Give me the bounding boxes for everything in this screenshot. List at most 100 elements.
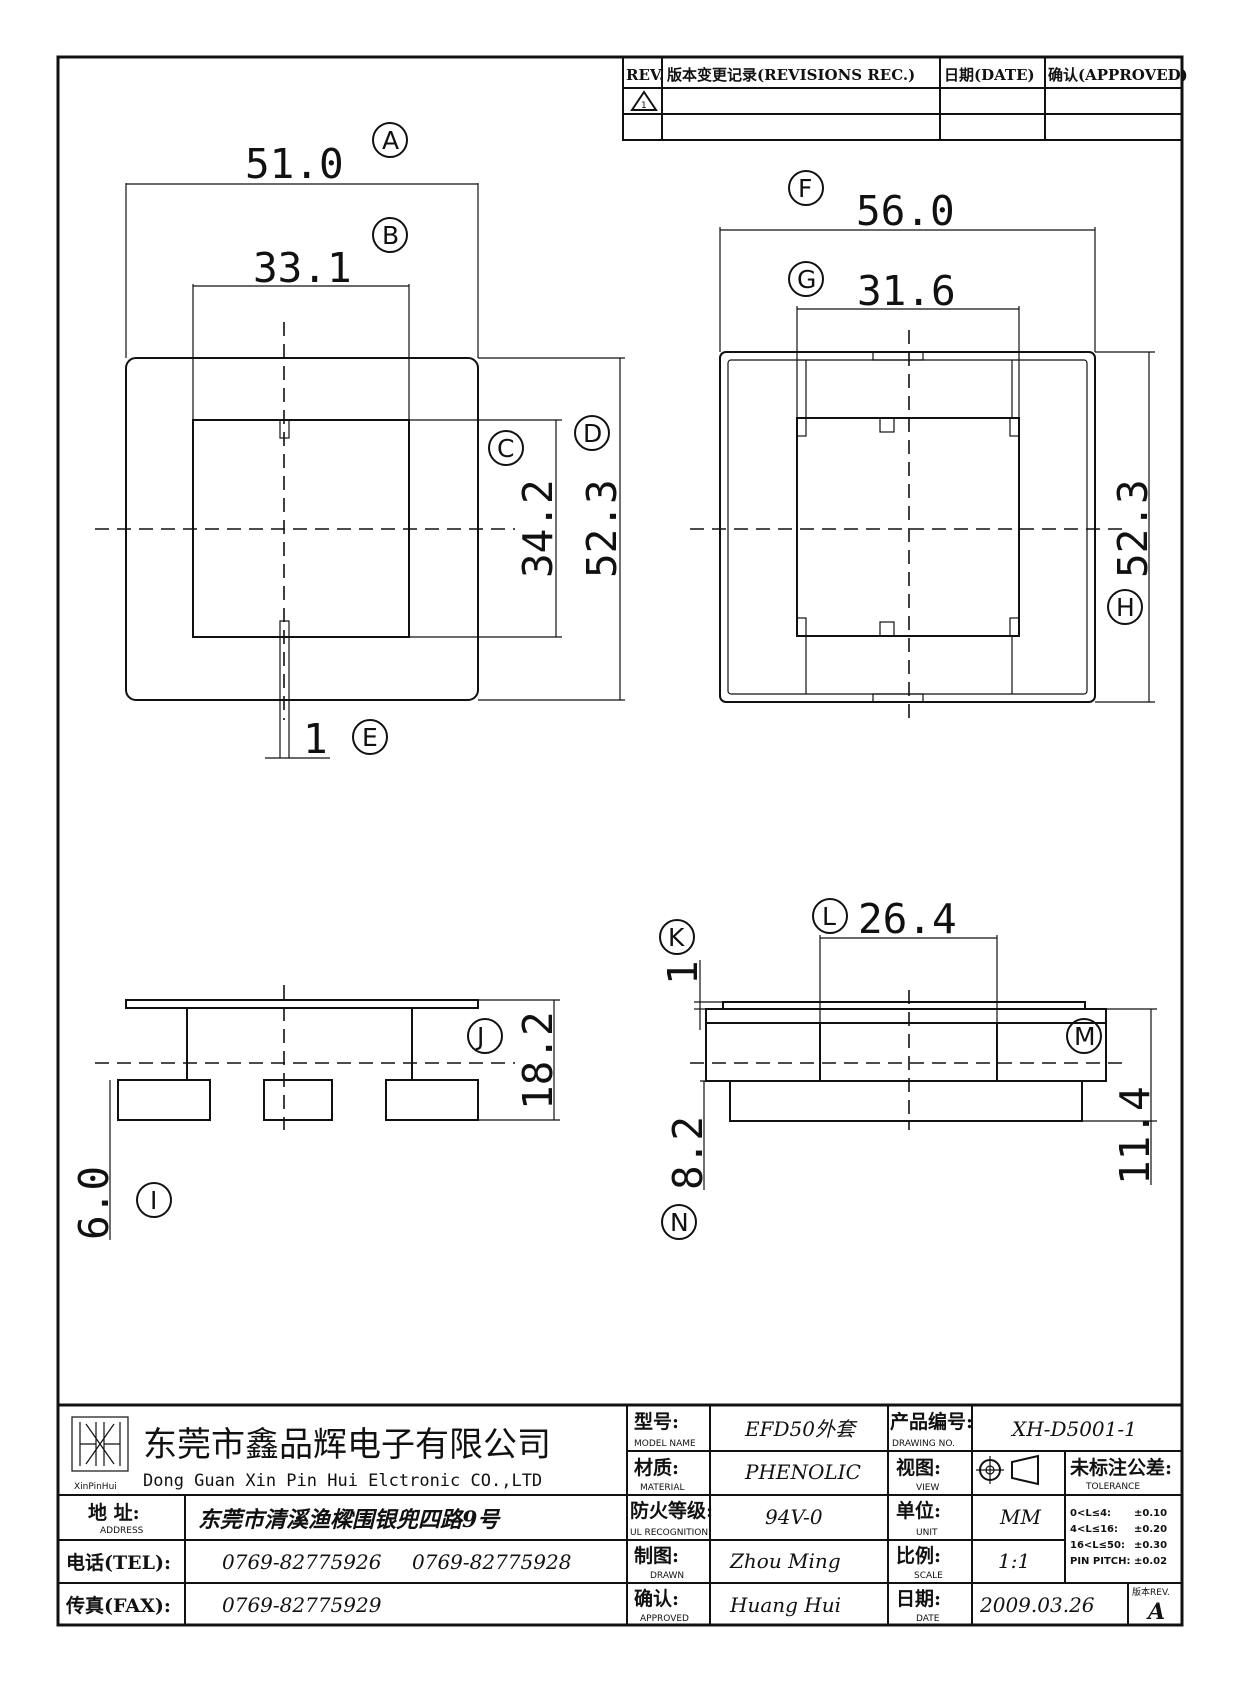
drawing-no-value: XH-D5001-1: [1010, 1417, 1137, 1441]
dim-value-b: 33.1: [253, 244, 352, 292]
tolerance-range: PIN PITCH:: [1070, 1556, 1130, 1567]
rev-label: 版本REV.: [1132, 1586, 1170, 1598]
approved-label-en: APPROVED: [640, 1614, 689, 1624]
tel-value-1: 0769-82775926: [222, 1550, 382, 1574]
callout-letter-m: M: [1074, 1022, 1096, 1051]
rev-header: REV.: [626, 66, 664, 84]
dim-value-n: 8.2: [664, 1116, 712, 1190]
tolerance-value: ±0.02: [1134, 1556, 1167, 1567]
approved-value: Huang Hui: [729, 1593, 841, 1617]
foot-left: [117, 1079, 211, 1121]
fire-label: 防火等级:: [630, 1499, 713, 1522]
model-label: 型号:: [634, 1410, 679, 1433]
callout-letter-j: J: [475, 1022, 484, 1051]
scale-label-en: SCALE: [914, 1571, 943, 1581]
tel-label: 电话(TEL):: [66, 1551, 171, 1574]
callout-circle-l: [812, 898, 848, 934]
dim-value-d: 52.3: [578, 479, 626, 578]
dim-value-j: 18.2: [514, 1011, 562, 1110]
callout-circle-d: [574, 415, 610, 451]
material-label: 材质:: [634, 1456, 679, 1479]
fire-value: 94V-0: [765, 1505, 823, 1529]
revision-triangle-icon: 1: [630, 90, 658, 111]
logo-text: XinPinHui: [74, 1482, 117, 1492]
drawn-label-en: DRAWN: [650, 1571, 684, 1581]
title-block: XinPinHui 东莞市鑫品辉电子有限公司 Dong Guan Xin Pin…: [56, 1403, 1184, 1627]
dim-value-c: 34.2: [514, 479, 562, 578]
callout-circle-a: [372, 122, 408, 158]
dim-value-h: 52.3: [1109, 479, 1157, 578]
material-label-en: MATERIAL: [640, 1483, 685, 1493]
bottom-block: [729, 1080, 1083, 1122]
callout-circle-k: [659, 919, 695, 955]
callout-circle-b: [372, 217, 408, 253]
center-block: [796, 417, 1020, 637]
dim-value-f: 56.0: [856, 187, 955, 235]
dim-value-k: 1: [659, 960, 707, 985]
dim-value-l: 26.4: [858, 895, 957, 943]
dim-value-m: 11.4: [1111, 1086, 1159, 1185]
rev-value: A: [1146, 1599, 1165, 1625]
address-label-en: ADDRESS: [100, 1526, 144, 1536]
tel-value-2: 0769-82775928: [412, 1550, 571, 1574]
shell-top: [705, 1008, 1107, 1024]
scale-label: 比例:: [896, 1544, 941, 1567]
company-logo: XinPinHui: [71, 1416, 129, 1492]
company-name-en: Dong Guan Xin Pin Hui Elctronic CO.,LTD: [143, 1471, 542, 1491]
callout-letter-a: A: [382, 126, 399, 155]
unit-label-en: UNIT: [916, 1528, 938, 1538]
unit-label: 单位:: [896, 1499, 941, 1522]
callout-letter-c: C: [497, 434, 514, 463]
scale-value: 1:1: [998, 1549, 1030, 1573]
top-plate: [722, 1001, 1086, 1010]
callout-circle-e: [352, 719, 388, 755]
tolerance-value: ±0.30: [1134, 1540, 1167, 1551]
model-value: EFD50外套: [744, 1417, 858, 1441]
callout-letter-k: K: [668, 923, 685, 952]
tolerance-range: 4<L≤16:: [1070, 1524, 1118, 1535]
callout-letter-d: D: [583, 419, 602, 448]
unit-value: MM: [999, 1505, 1041, 1529]
date-header: 日期(DATE): [944, 66, 1035, 84]
dim-value-a: 51.0: [245, 140, 344, 188]
fire-label-en: UL RECOGNITION: [630, 1528, 708, 1538]
callout-circle-f: [788, 170, 824, 206]
company-name-cn: 东莞市鑫品辉电子有限公司: [143, 1425, 551, 1465]
drawn-label: 制图:: [634, 1544, 679, 1567]
revision-number: 1: [641, 101, 647, 111]
callout-letter-e: E: [362, 723, 378, 752]
view-label-en: VIEW: [916, 1483, 939, 1493]
tolerance-range: 0<L≤4:: [1070, 1508, 1111, 1519]
dim-value-g: 31.6: [857, 267, 956, 315]
callout-circle-g: [788, 261, 824, 297]
callout-letter-n: N: [670, 1208, 689, 1237]
revision-table: REV. 版本变更记录(REVISIONS REC.) 日期(DATE) 确认(…: [622, 56, 1188, 141]
tolerance-value: ±0.10: [1134, 1508, 1167, 1519]
approved-header: 确认(APPROVED): [1048, 66, 1188, 84]
projection-symbol-icon: [976, 1454, 1039, 1486]
date-label: 日期:: [896, 1588, 941, 1610]
callout-letter-l: L: [822, 902, 836, 931]
drawing-no-label-en: DRAWING NO.: [892, 1439, 955, 1449]
tolerance-range: 16<L≤50:: [1070, 1540, 1125, 1551]
date-value: 2009.03.26: [979, 1593, 1095, 1617]
callout-circle-i: [136, 1182, 172, 1218]
tolerance-value: ±0.20: [1134, 1524, 1167, 1535]
dim-value-i: 6.0: [70, 1166, 118, 1240]
callout-circle-j: [467, 1018, 503, 1054]
drawing-border: [56, 55, 1184, 1627]
tolerance-title: 未标注公差:: [1069, 1456, 1172, 1479]
foot-right: [385, 1079, 479, 1121]
tolerance-title-en: TOLERANCE: [1085, 1482, 1140, 1492]
drawing-no-label: 产品编号:: [890, 1410, 973, 1433]
callout-letter-h: H: [1116, 593, 1135, 622]
shell-inner-wall: [727, 359, 1088, 695]
callout-circle-h: [1107, 589, 1143, 625]
shell-body: [705, 1022, 1107, 1082]
foot-center: [263, 1079, 333, 1121]
address-label: 地 址:: [88, 1501, 140, 1524]
dim-value-e: 1: [303, 715, 328, 763]
address-value: 东莞市清溪渔樑围银兜四路9号: [198, 1507, 501, 1533]
callout-letter-b: B: [382, 221, 399, 250]
